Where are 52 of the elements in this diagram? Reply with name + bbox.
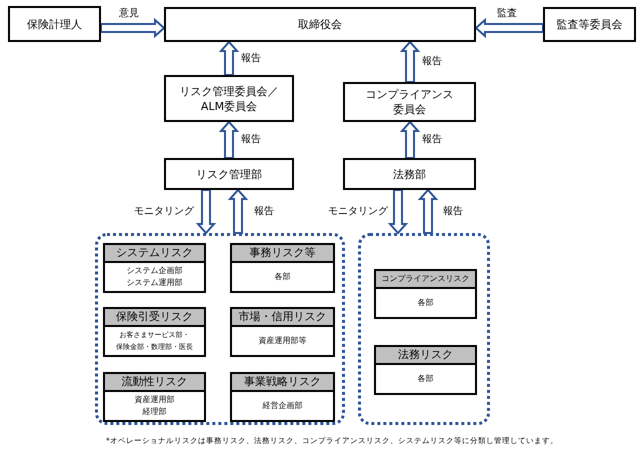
organization-box: コンプライアンス委員会 xyxy=(343,82,476,122)
risk-header: 事業戦略リスク xyxy=(232,374,333,392)
edge-label: 意見 xyxy=(118,8,140,20)
risk-card xyxy=(230,243,335,293)
risk-header: 事務リスク等 xyxy=(232,245,333,263)
department-text: 各部 xyxy=(418,297,434,309)
edge-label: モニタリング xyxy=(327,206,389,218)
block-arrow xyxy=(100,18,166,38)
risk-card xyxy=(230,372,335,422)
risk-header: 法務リスク xyxy=(376,347,475,365)
department-text: システム企画部システム運用部 xyxy=(126,265,184,289)
organization-box: 保険計理人 xyxy=(8,6,101,42)
risk-header: 市場・信用リスク xyxy=(232,309,333,327)
organization-box: 法務部 xyxy=(343,158,476,190)
block-arrow xyxy=(418,188,438,234)
edge-label: 報告 xyxy=(240,53,262,65)
edge-label: 報告 xyxy=(421,134,443,146)
organization-box: 監査等委員会 xyxy=(543,7,636,42)
risk-card xyxy=(103,307,206,357)
department-text: 各部 xyxy=(418,373,434,385)
department-text: 各部 xyxy=(274,271,290,283)
department-text: 資産運用部等 xyxy=(258,335,306,347)
edge-label: 報告 xyxy=(442,206,464,218)
risk-card xyxy=(230,307,335,357)
dotted-group-frame xyxy=(95,233,345,425)
dotted-group-frame xyxy=(358,233,490,425)
risk-card xyxy=(374,269,477,319)
organization-box: リスク管理委員会／ALM委員会 xyxy=(164,75,294,122)
risk-header: 流動性リスク xyxy=(105,374,204,392)
block-arrow xyxy=(218,120,240,159)
organization-box: 取締役会 xyxy=(164,7,476,42)
block-arrow xyxy=(218,40,240,76)
risk-card xyxy=(374,345,477,395)
edge-label: 報告 xyxy=(253,206,275,218)
edge-label: 監査 xyxy=(496,8,518,20)
organization-box: リスク管理部 xyxy=(164,158,294,190)
block-arrow xyxy=(474,18,544,38)
risk-header: システムリスク xyxy=(105,245,204,263)
department-text: 経営企画部 xyxy=(262,400,302,412)
edge-label: 報告 xyxy=(421,56,443,68)
block-arrow xyxy=(228,188,248,234)
risk-card xyxy=(103,372,206,422)
edge-label: 報告 xyxy=(240,134,262,146)
block-arrow xyxy=(388,189,408,234)
risk-card xyxy=(103,243,206,293)
block-arrow xyxy=(196,189,216,234)
risk-header: コンプライアンスリスク xyxy=(376,271,475,289)
edge-label: モニタリング xyxy=(133,206,195,218)
department-text: 資産運用部経理部 xyxy=(134,394,174,418)
block-arrow xyxy=(400,120,420,159)
block-arrow xyxy=(400,40,420,83)
risk-header: 保険引受リスク xyxy=(105,309,204,327)
